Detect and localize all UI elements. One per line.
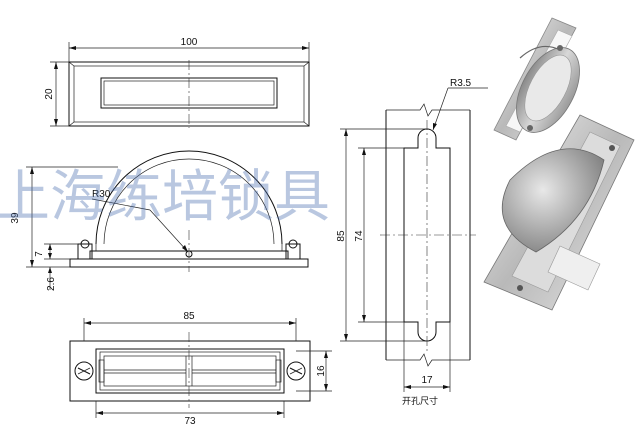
- side-view: R30 39 7 2.6: [10, 150, 309, 291]
- cutout-view: R3.5 85 74 17 开孔尺寸: [336, 78, 488, 406]
- dim-inner-73: 73: [184, 416, 196, 427]
- bottom-screw-right: [286, 361, 306, 381]
- bottom-view: 85 73 16: [69, 311, 332, 427]
- radius-leader-r3-5: [432, 87, 449, 131]
- top-view: 100 20: [44, 37, 310, 128]
- side-screw-left: [77, 243, 93, 260]
- product-photo-open: [493, 17, 580, 141]
- cutout-caption: 开孔尺寸: [402, 395, 438, 406]
- dim-radius-r30: R30: [92, 189, 111, 200]
- dim-cutout-height-85: 85: [336, 230, 347, 242]
- dim-width-16: 16: [316, 365, 327, 377]
- dim-radius-r3-5: R3.5: [450, 78, 472, 89]
- panel-break-bottom: [386, 353, 470, 367]
- dim-length-85: 85: [183, 311, 195, 322]
- dim-cutout-inner-74: 74: [354, 230, 365, 242]
- radius-leader: [149, 209, 189, 253]
- dim-flange-7: 7: [34, 251, 45, 257]
- side-view-arc: [95, 150, 283, 245]
- side-screw-right: [285, 243, 301, 260]
- bottom-screw-left: [74, 361, 94, 381]
- bottom-view-frame: [69, 340, 311, 402]
- product-photo-closed: [483, 114, 635, 311]
- dim-thickness-2-6: 2.6: [46, 277, 57, 291]
- panel-break-top: [386, 103, 470, 117]
- dim-cutout-width-17: 17: [421, 375, 433, 386]
- watermark-text: 上海练培锁具: [0, 165, 330, 230]
- dim-height-20: 20: [44, 88, 55, 100]
- dim-width-100: 100: [181, 37, 198, 48]
- bottom-view-housing: [95, 348, 285, 394]
- dim-height-39: 39: [10, 212, 21, 224]
